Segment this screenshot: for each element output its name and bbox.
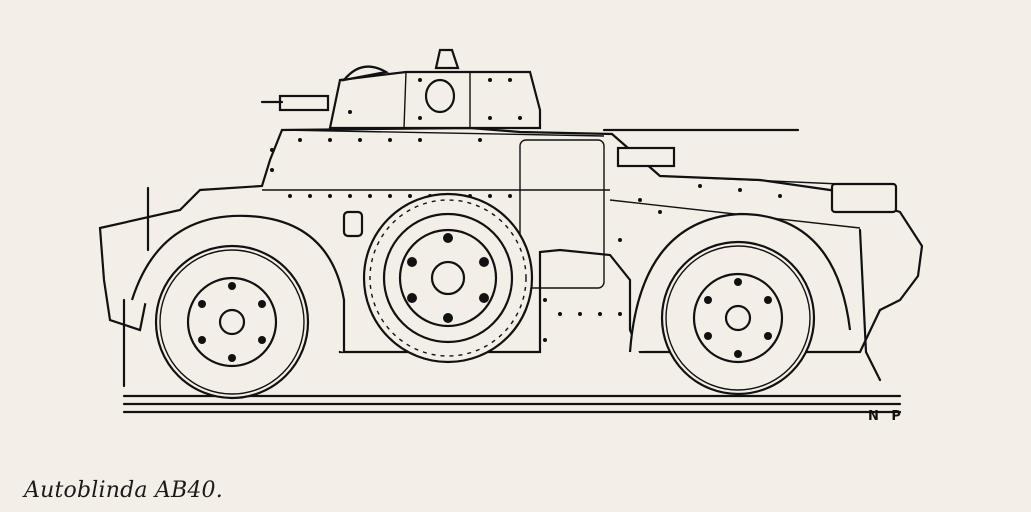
front-wheel [628, 212, 882, 396]
figure-caption: Autoblinda AB40. [24, 478, 223, 503]
turret [260, 48, 800, 168]
antenna [122, 186, 150, 388]
artist-initials: N P [868, 409, 905, 424]
rear-wheel [130, 214, 346, 400]
spare-wheel [362, 192, 534, 364]
